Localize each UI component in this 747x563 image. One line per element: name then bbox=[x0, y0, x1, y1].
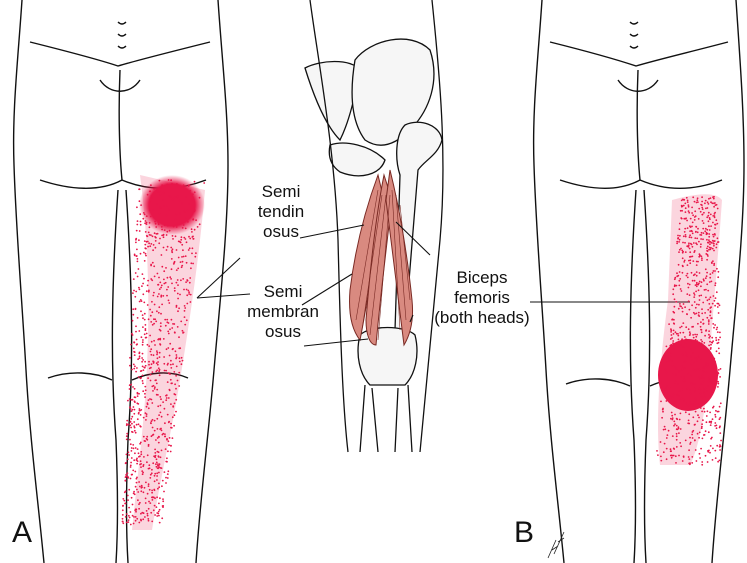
artist-signature bbox=[547, 531, 565, 559]
referral-pattern-a bbox=[121, 175, 206, 530]
leader-semitendinosus bbox=[299, 224, 365, 239]
semimembranosus-label-line3: osus bbox=[265, 322, 301, 341]
leader-semimembranosus-center bbox=[301, 273, 353, 306]
semitendinosus-label-line2: tendin bbox=[257, 202, 305, 221]
figure-b-body-outline bbox=[532, 0, 745, 563]
leader-biceps-a bbox=[395, 221, 431, 256]
semimembranosus-muscle bbox=[365, 173, 393, 346]
leader-semimembranosus-center-b bbox=[303, 338, 369, 347]
panel-label-a: A bbox=[12, 516, 33, 549]
biceps-femoris-label-line3: (both heads) bbox=[434, 308, 530, 327]
center-leg-outline bbox=[309, 0, 444, 453]
semitendinosus-label: Semi tendin osus bbox=[248, 182, 314, 242]
semimembranosus-label: Semi membran osus bbox=[244, 282, 322, 342]
leader-biceps-b bbox=[409, 314, 414, 323]
figure-a-body-outline bbox=[12, 0, 229, 563]
leader-lines bbox=[196, 221, 690, 347]
figure-a-spine-marks bbox=[117, 21, 127, 49]
biceps-femoris-label-line1: Biceps bbox=[456, 268, 508, 287]
figure-b-spine-marks bbox=[629, 21, 639, 49]
panel-label-b: B bbox=[514, 516, 535, 549]
leader-semimembranosus-b bbox=[196, 257, 241, 299]
semitendinosus-label-line3: osus bbox=[263, 222, 299, 241]
leader-semimembranosus-a bbox=[196, 293, 251, 299]
biceps-femoris-label: Biceps femoris (both heads) bbox=[422, 268, 542, 328]
semitendinosus-label-line1: Semi bbox=[261, 182, 301, 201]
muscle-fiber-lines bbox=[355, 189, 411, 341]
biceps-femoris-label-line2: femoris bbox=[454, 288, 510, 307]
semimembranosus-label-line2: membran bbox=[247, 302, 319, 321]
semimembranosus-label-line1: Semi bbox=[263, 282, 303, 301]
referral-pattern-b bbox=[656, 194, 722, 466]
